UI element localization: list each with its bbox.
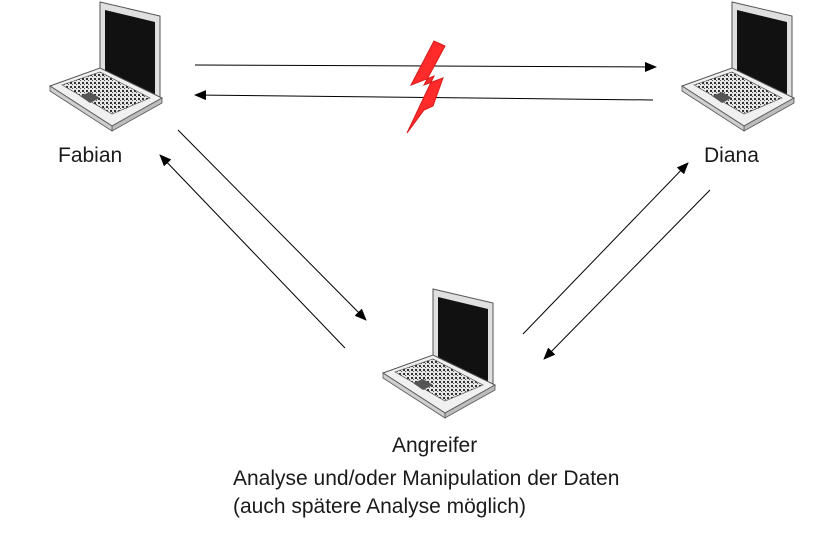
lightning-bolt-icon bbox=[406, 40, 446, 134]
laptop-fabian-icon bbox=[49, 1, 163, 132]
arrow-angreifer-to-fabian bbox=[159, 154, 346, 349]
arrow-angreifer-to-diana bbox=[522, 162, 689, 335]
arrow-fabian-to-angreifer bbox=[177, 129, 367, 321]
arrow-diana-to-angreifer bbox=[543, 189, 711, 360]
diana-label: Diana bbox=[704, 144, 759, 167]
laptop-diana-icon bbox=[681, 1, 795, 132]
attacker-note-line2: (auch spätere Analyse möglich) bbox=[233, 495, 526, 518]
attacker-note-line1: Analyse und/oder Manipulation der Daten bbox=[233, 467, 620, 490]
laptop-angreifer-icon bbox=[382, 288, 496, 419]
fabian-label: Fabian bbox=[58, 144, 123, 167]
angreifer-label: Angreifer bbox=[392, 434, 478, 457]
